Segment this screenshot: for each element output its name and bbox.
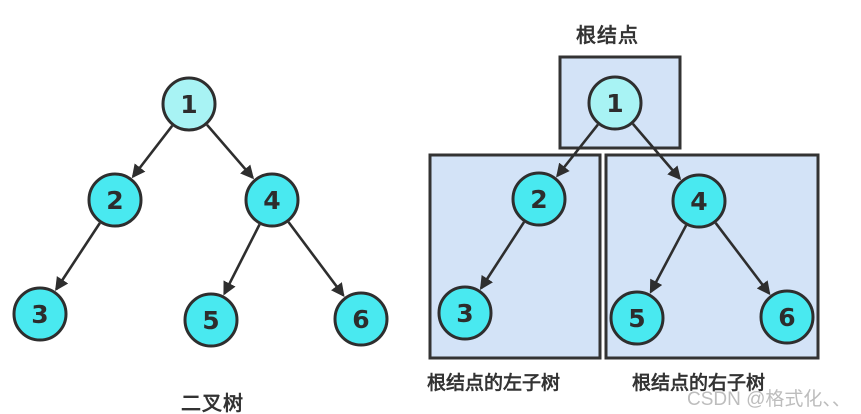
left-tree-node-value-6: 6 (352, 305, 369, 334)
right-tree-node-5: 5 (609, 290, 665, 346)
right-tree-node-6: 6 (759, 289, 815, 345)
right-tree-node-circle-4 (671, 173, 727, 229)
left-tree-caption: 二叉树 (181, 393, 244, 414)
right-tree-edge-4-6 (714, 222, 771, 296)
right-tree-node-value-3: 3 (456, 299, 473, 328)
right-tree-edge-1-4 (631, 123, 682, 181)
right-tree-edge-4-5 (649, 224, 688, 294)
right-tree-node-value-5: 5 (628, 304, 645, 333)
left-tree-node-3: 3 (12, 286, 68, 342)
right-tree-node-1: 1 (587, 75, 643, 131)
left-tree-node-circle-3 (12, 286, 68, 342)
right-tree-edge-1-2 (556, 123, 599, 178)
left-subtree-annotation: 根结点的左子树 (427, 373, 561, 394)
left-tree-node-value-2: 2 (106, 186, 123, 215)
right-tree-node-circle-1 (587, 75, 643, 131)
right-tree-node-4: 4 (671, 173, 727, 229)
csdn-watermark: CSDN @格式化、、 (687, 389, 851, 410)
right-tree-node-circle-5 (609, 290, 665, 346)
left-tree-node-circle-5 (183, 292, 239, 348)
right-tree-node-circle-2 (511, 171, 567, 227)
right-tree-node-value-2: 2 (530, 185, 547, 214)
right-tree-node-value-1: 1 (606, 89, 623, 118)
left-tree-edge-4-6 (287, 221, 345, 298)
left-tree-node-2: 2 (87, 172, 143, 228)
left-tree-node-6: 6 (333, 291, 389, 347)
right-tree-node-2: 2 (511, 171, 567, 227)
left-tree-node-circle-6 (333, 291, 389, 347)
left-tree-edge-4-5 (223, 223, 261, 296)
left-tree-edge-2-3 (55, 222, 101, 292)
left-tree-node-value-3: 3 (31, 300, 48, 329)
right-tree-node-value-6: 6 (778, 303, 795, 332)
left-tree-node-circle-4 (244, 172, 300, 228)
left-tree-node-5: 5 (183, 292, 239, 348)
left-tree-node-value-5: 5 (202, 306, 219, 335)
left-tree-edge-1-2 (131, 124, 174, 179)
right-tree-edge-2-3 (479, 221, 526, 290)
left-tree-edge-1-4 (206, 123, 255, 180)
right-tree-node-circle-3 (437, 285, 493, 341)
root-node-annotation: 根结点 (576, 25, 639, 47)
left-tree-node-value-1: 1 (180, 90, 197, 119)
left-tree-node-4: 4 (244, 172, 300, 228)
left-tree-node-value-4: 4 (263, 186, 280, 215)
left-tree-node-circle-2 (87, 172, 143, 228)
left-tree-node-1: 1 (161, 76, 217, 132)
right-tree-node-circle-6 (759, 289, 815, 345)
left-tree-node-circle-1 (161, 76, 217, 132)
right-subtree-annotation: 根结点的右子树 (632, 373, 766, 394)
right-tree-node-value-4: 4 (690, 187, 707, 216)
right-tree-node-3: 3 (437, 285, 493, 341)
